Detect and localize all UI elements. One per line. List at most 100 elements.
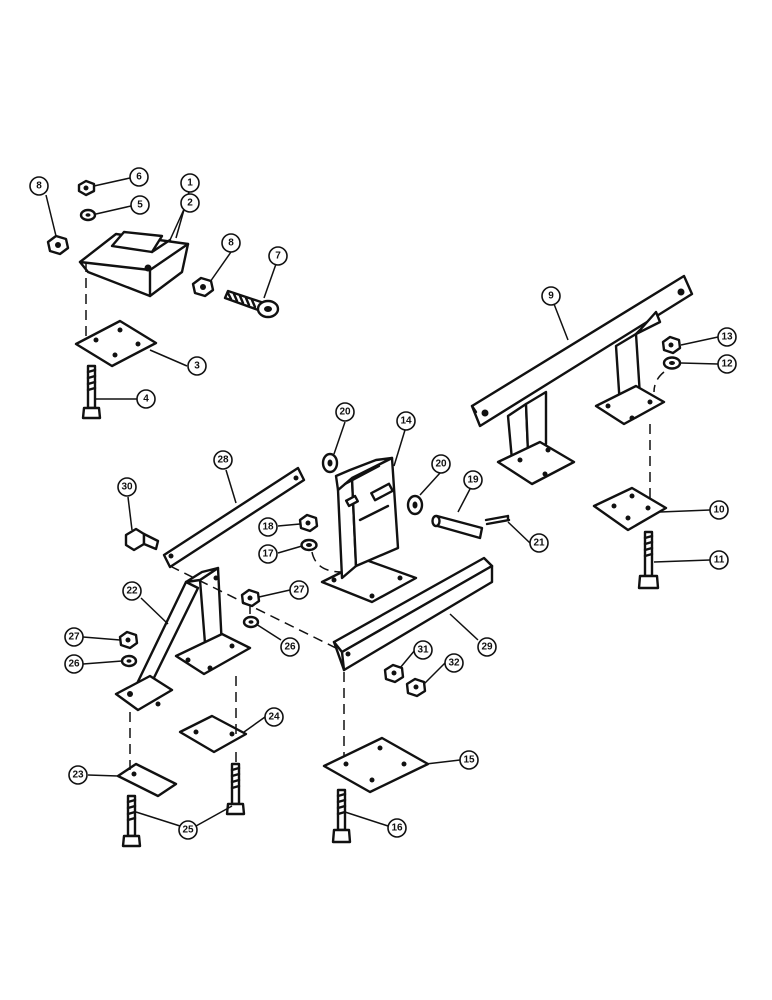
part-18-nut	[298, 513, 319, 533]
callout-20-left: 20	[335, 402, 355, 422]
part-6-nut	[77, 179, 96, 197]
svg-text:20: 20	[435, 459, 447, 470]
callout-25: 25	[178, 820, 198, 840]
callout-26-left: 26	[64, 654, 84, 674]
svg-text:8: 8	[36, 181, 42, 192]
part-25-bolt-right	[225, 762, 246, 816]
callout-31: 31	[413, 640, 433, 660]
part-31-nut	[383, 663, 405, 684]
svg-text:2: 2	[187, 198, 193, 209]
part-20-washer-right	[406, 494, 424, 516]
part-9-frame-bar	[470, 274, 694, 486]
svg-text:25: 25	[182, 825, 194, 836]
callout-19: 19	[463, 470, 483, 490]
part-25-bolt-left	[121, 794, 142, 848]
part-32-nut	[405, 677, 427, 698]
svg-text:30: 30	[121, 482, 133, 493]
part-17-washer	[300, 538, 318, 552]
svg-text:10: 10	[713, 505, 725, 516]
callout-2: 2	[180, 193, 200, 213]
callout-27-left: 27	[64, 627, 84, 647]
callout-14: 14	[396, 411, 416, 431]
svg-text:31: 31	[417, 645, 429, 656]
callout-15: 15	[459, 750, 479, 770]
part-8-nut-left	[46, 234, 70, 256]
callout-30: 30	[117, 477, 137, 497]
part-15-plate	[322, 736, 430, 794]
part-30-bolt	[124, 527, 160, 552]
svg-text:9: 9	[548, 291, 554, 302]
svg-text:1: 1	[187, 178, 193, 189]
leader-lines	[45, 177, 719, 827]
svg-text:4: 4	[143, 394, 149, 405]
callout-6: 6	[129, 167, 149, 187]
part-1-2-clamp-block	[78, 230, 190, 298]
svg-text:7: 7	[275, 251, 281, 262]
part-29-angle-bar	[332, 556, 494, 672]
callout-17: 17	[258, 544, 278, 564]
part-22-support-bracket	[114, 566, 252, 712]
svg-text:11: 11	[714, 555, 725, 566]
svg-text:14: 14	[400, 416, 412, 427]
part-23-plate	[116, 762, 178, 798]
callout-3: 3	[187, 356, 207, 376]
svg-text:17: 17	[262, 549, 274, 560]
part-26-washer-left	[120, 654, 138, 668]
svg-text:23: 23	[72, 770, 84, 781]
svg-text:13: 13	[721, 332, 733, 343]
part-7-eye-bolt	[223, 289, 280, 319]
part-8-nut-right	[191, 276, 215, 298]
part-16-bolt	[331, 788, 352, 844]
callout-23: 23	[68, 765, 88, 785]
callout-24: 24	[264, 707, 284, 727]
callout-7: 7	[268, 246, 288, 266]
part-13-nut	[661, 335, 682, 355]
part-28-strap	[162, 466, 306, 569]
part-11-bolt	[637, 530, 660, 590]
callout-10: 10	[709, 500, 729, 520]
svg-text:16: 16	[391, 823, 403, 834]
svg-text:15: 15	[463, 755, 475, 766]
part-3-plate	[74, 319, 158, 368]
svg-text:27: 27	[293, 585, 305, 596]
callout-11: 11	[709, 550, 729, 570]
svg-text:32: 32	[448, 658, 460, 669]
svg-text:3: 3	[194, 361, 200, 372]
part-26-washer-right	[242, 615, 260, 629]
svg-text:22: 22	[126, 586, 138, 597]
part-24-plate	[178, 714, 248, 754]
part-27-nut-right	[240, 588, 261, 608]
callout-5: 5	[130, 195, 150, 215]
svg-text:26: 26	[68, 659, 80, 670]
svg-text:21: 21	[533, 538, 545, 549]
svg-text:28: 28	[217, 455, 229, 466]
callout-12: 12	[717, 354, 737, 374]
part-5-washer	[79, 208, 97, 222]
callout-26-right: 26	[280, 637, 300, 657]
part-14-hitch-bracket	[320, 456, 418, 604]
part-20-washer-left	[321, 452, 339, 474]
callout-4: 4	[136, 389, 156, 409]
callout-32: 32	[444, 653, 464, 673]
callout-8-left: 8	[29, 176, 49, 196]
svg-text:6: 6	[136, 172, 142, 183]
svg-text:26: 26	[284, 642, 296, 653]
part-4-bolt	[81, 364, 102, 420]
callout-16: 16	[387, 818, 407, 838]
svg-text:24: 24	[268, 712, 280, 723]
part-12-washer	[662, 356, 682, 370]
svg-text:5: 5	[137, 200, 143, 211]
callout-28: 28	[213, 450, 233, 470]
callout-18: 18	[258, 517, 278, 537]
part-10-plate	[592, 486, 668, 532]
svg-text:19: 19	[467, 475, 479, 486]
part-19-pin	[431, 514, 484, 540]
part-21-cotter-pin	[484, 514, 511, 526]
svg-text:8: 8	[228, 238, 234, 249]
callout-22: 22	[122, 581, 142, 601]
callout-8-right: 8	[221, 233, 241, 253]
svg-text:20: 20	[339, 407, 351, 418]
callout-27-right: 27	[289, 580, 309, 600]
svg-text:18: 18	[262, 522, 274, 533]
